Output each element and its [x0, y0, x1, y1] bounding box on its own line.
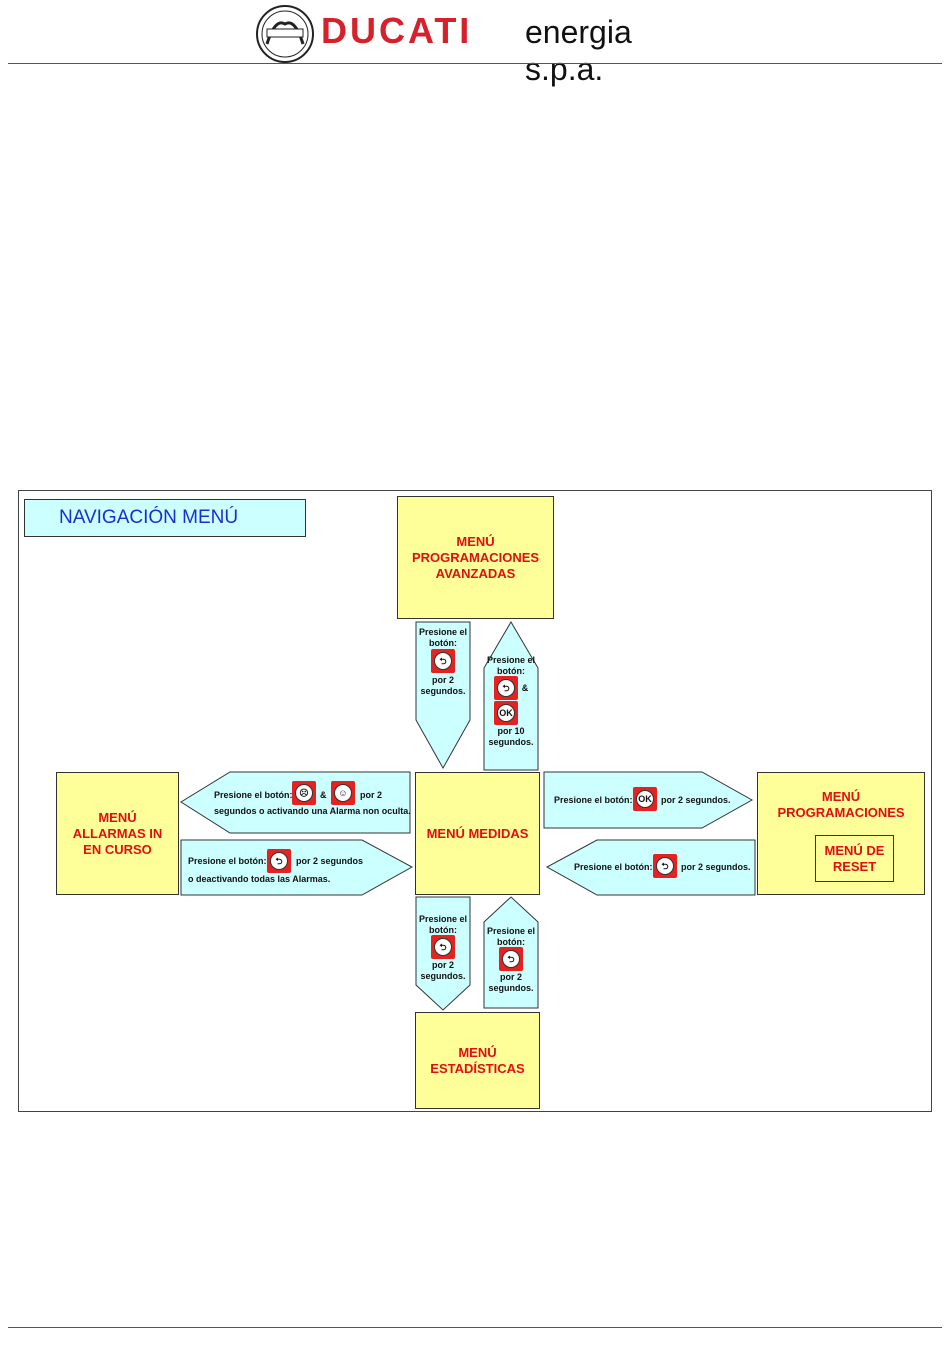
back-button-icon: ⮌ [494, 676, 518, 700]
menu-reset: MENÚ DE RESET [815, 835, 894, 882]
menu-medidas-label: MENÚ MEDIDAS [426, 825, 529, 841]
menu-programaciones-avanzadas: MENÚ PROGRAMACIONES AVANZADAS [397, 496, 554, 619]
face-neutral-button-icon: ☺ [331, 781, 355, 805]
ok-button-icon: OK [494, 701, 518, 725]
arrow-left-upper-amp: & [320, 790, 327, 800]
back-button-icon: ⮌ [431, 935, 455, 959]
arrow-right-lower-text-b: por 2 segundos. [681, 862, 751, 872]
menu-programaciones-label: MENÚ PROGRAMACIONES [777, 789, 905, 820]
menu-reset-label: MENÚ DE RESET [824, 842, 885, 874]
arrow-left-lower-text-c: o deactivando todas las Alarmas. [188, 874, 331, 884]
arrow-bottom-down-text-b: por 2 segundos. [420, 960, 466, 981]
arrow-left-lower-text-a: Presione el botón: [188, 856, 267, 866]
ok-button-icon: OK [633, 787, 657, 811]
arrow-top-up-text-a: Presione el botón: [486, 655, 536, 676]
menu-allarmas: MENÚ ALLARMAS IN EN CURSO [56, 772, 179, 895]
back-button-icon: ⮌ [653, 854, 677, 878]
ducati-logo: DUCATI energia s.p.a. [255, 4, 715, 87]
back-button-icon: ⮌ [431, 649, 455, 673]
back-button-icon: ⮌ [267, 849, 291, 873]
arrow-top-up-text-b: por 10 segundos. [488, 726, 534, 747]
menu-medidas: MENÚ MEDIDAS [415, 772, 540, 895]
arrow-right-upper-text-a: Presione el botón: [554, 795, 633, 805]
menu-estadisticas: MENÚ ESTADÍSTICAS [415, 1012, 540, 1109]
arrow-top-up-amp: & [521, 683, 529, 693]
arrow-top-down-text-b: por 2 segundos. [420, 675, 466, 696]
header-rule [8, 63, 942, 64]
arrow-bottom-down-text-a: Presione el botón: [418, 914, 468, 935]
diagram-frame [18, 490, 932, 1112]
arrow-left-upper-text-c: segundos o activando una Alarma non ocul… [214, 806, 411, 816]
footer-rule [8, 1327, 942, 1328]
arrow-top-down-text-a: Presione el botón: [418, 627, 468, 648]
face-sad-button-icon: ☹ [292, 781, 316, 805]
arrow-right-lower-text-a: Presione el botón: [574, 862, 653, 872]
menu-allarmas-label: MENÚ ALLARMAS IN EN CURSO [72, 809, 163, 857]
arrow-bottom-up-text-b: por 2 segundos. [488, 972, 534, 993]
arrow-right-lower [545, 839, 756, 896]
arrow-left-lower [180, 839, 414, 896]
arrow-left-upper-text-b: por 2 [360, 790, 383, 800]
brand-name: DUCATI [321, 10, 473, 51]
back-button-icon: ⮌ [499, 947, 523, 971]
menu-estadisticas-label: MENÚ ESTADÍSTICAS [430, 1044, 525, 1076]
arrow-left-upper-text-a: Presione el botón: [214, 790, 293, 800]
menu-programaciones: MENÚ PROGRAMACIONES [757, 772, 925, 895]
brand-subtitle: energia s.p.a. [525, 14, 632, 87]
arrow-bottom-up-text-a: Presione el botón: [486, 926, 536, 947]
ducati-emblem-icon [256, 5, 314, 63]
arrow-left-lower-text-b: por 2 segundos [296, 856, 364, 866]
arrow-right-upper-text-b: por 2 segundos. [661, 795, 731, 805]
diagram-title: NAVIGACIÓN MENÚ [24, 499, 306, 537]
menu-programaciones-avanzadas-label: MENÚ PROGRAMACIONES AVANZADAS [411, 533, 540, 581]
arrow-top-down [415, 621, 471, 770]
